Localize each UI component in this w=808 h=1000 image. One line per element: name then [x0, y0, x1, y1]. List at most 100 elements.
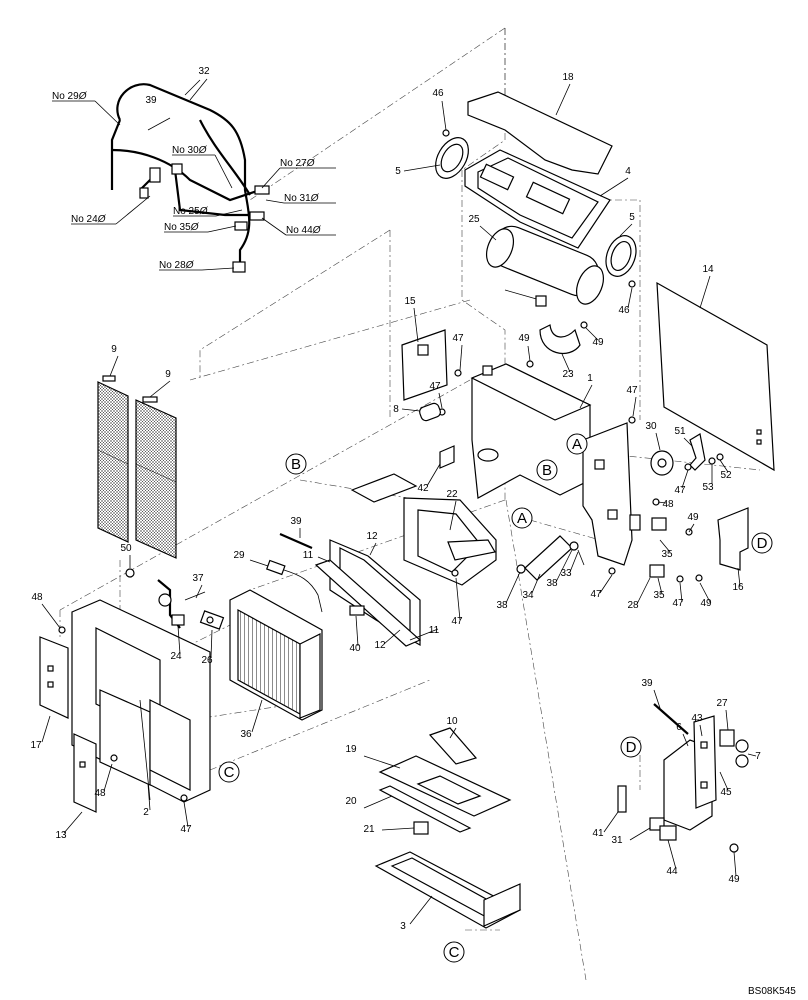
part-number-p33: 33	[560, 568, 572, 579]
part-number-p16: 16	[732, 582, 744, 593]
part-number-p9a: 9	[111, 344, 117, 355]
wire-symbol: Ø	[310, 193, 320, 204]
wire-label-w30: No 30Ø	[172, 145, 208, 156]
reference-circle	[536, 459, 558, 481]
drawing-code: BS08K545	[748, 986, 796, 997]
wire-symbol: Ø	[198, 145, 208, 156]
part-number-p48a: 48	[662, 499, 674, 510]
part-number-p39c: 39	[641, 678, 653, 689]
reference-circle	[511, 507, 533, 529]
part-number-p47b: 47	[429, 381, 441, 392]
tray-3	[374, 851, 522, 929]
part-number-p3: 3	[400, 921, 406, 932]
wire-label-text: No 31	[284, 193, 311, 204]
part-number-p48c: 48	[94, 788, 106, 799]
part-number-p4: 4	[625, 166, 631, 177]
part-number-p27: 27	[716, 698, 728, 709]
part-number-p43: 43	[691, 713, 703, 724]
wire-label-text: No 29	[52, 91, 79, 102]
reference-mark-refA2: A	[511, 507, 533, 529]
part-number-p12a: 12	[366, 531, 378, 542]
part-number-p34: 34	[522, 590, 534, 601]
side-plate-A	[582, 422, 633, 566]
wire-label-w35: No 35Ø	[164, 222, 200, 233]
reference-letter: D	[757, 535, 768, 552]
part-number-p8: 8	[393, 404, 399, 415]
wire-label-text: No 25	[173, 206, 200, 217]
bracket-assembly-D	[617, 703, 749, 853]
part-number-p37: 37	[192, 573, 204, 584]
part-number-p18: 18	[562, 72, 574, 83]
wire-symbol: Ø	[306, 158, 316, 169]
part-number-p46b: 46	[618, 305, 630, 316]
part-number-p11b: 11	[429, 625, 440, 636]
reference-circle	[285, 453, 307, 475]
wire-symbol: Ø	[97, 214, 107, 225]
fasteners-lower	[58, 463, 703, 802]
main-housing-1	[470, 363, 592, 499]
part-number-p2: 2	[143, 807, 149, 818]
part-number-p47f: 47	[672, 598, 684, 609]
wire-label-w29: No 29Ø	[52, 91, 88, 102]
part-8	[419, 402, 441, 422]
leader-lines	[41, 78, 757, 925]
reference-circle	[443, 941, 465, 963]
block-21	[413, 821, 429, 835]
part-number-p6: 6	[676, 722, 682, 733]
reference-letter: A	[517, 510, 527, 527]
wire-label-w31: No 31Ø	[284, 193, 320, 204]
part-number-p53: 53	[702, 482, 714, 493]
panel-17	[39, 636, 69, 719]
part-number-p50: 50	[120, 543, 132, 554]
wire-label-w24: No 24Ø	[71, 214, 107, 225]
part-number-p36: 36	[240, 729, 252, 740]
part-number-p32: 32	[198, 66, 210, 77]
wire-label-w25: No 25Ø	[173, 206, 209, 217]
wire-label-text: No 28	[159, 260, 186, 271]
wire-harness	[110, 79, 270, 273]
fasteners-top	[438, 129, 636, 424]
part-number-p38a: 38	[546, 578, 558, 589]
part-number-p1: 1	[587, 373, 593, 384]
sensor-29-39	[266, 532, 365, 616]
strip-20	[378, 785, 472, 833]
reference-mark-refB1: B	[285, 453, 307, 475]
wire-label-text: No 24	[71, 214, 98, 225]
part-number-p17: 17	[30, 740, 42, 751]
filter-9-right	[135, 396, 177, 559]
reference-letter: B	[542, 462, 552, 479]
part-number-p47e: 47	[590, 589, 602, 600]
part-number-p21: 21	[363, 824, 375, 835]
part-number-p39a: 39	[145, 95, 157, 106]
reference-letter: C	[449, 944, 460, 961]
reference-mark-refA1: A	[566, 433, 588, 455]
wire-label-text: No 35	[164, 222, 191, 233]
part-number-p40: 40	[349, 643, 361, 654]
wire-symbol: Ø	[190, 222, 200, 233]
wire-symbol: Ø	[185, 260, 195, 271]
wire-label-text: No 30	[172, 145, 199, 156]
reference-letter: C	[224, 764, 235, 781]
part-number-p10: 10	[446, 716, 458, 727]
gasket-5-left	[435, 137, 469, 179]
part-number-p51: 51	[674, 426, 686, 437]
part-number-p49e: 49	[728, 874, 740, 885]
wire-symbol: Ø	[312, 225, 322, 236]
part-number-p15: 15	[404, 296, 416, 307]
part-number-p47h: 47	[180, 824, 192, 835]
blower-duct-4	[464, 149, 611, 249]
valve-24	[157, 579, 206, 629]
bracket-16	[717, 507, 749, 571]
bracket-51	[689, 433, 724, 471]
frame-11	[314, 559, 422, 647]
part-number-p28: 28	[627, 600, 639, 611]
wire-symbol: Ø	[199, 206, 209, 217]
wire-label-w27: No 27Ø	[280, 158, 316, 169]
part-number-p48b: 48	[31, 592, 43, 603]
part-number-p14: 14	[702, 264, 714, 275]
part-26	[199, 610, 225, 630]
part-number-p9b: 9	[165, 369, 171, 380]
part-number-p23: 23	[562, 369, 574, 380]
part-number-p42: 42	[417, 483, 429, 494]
